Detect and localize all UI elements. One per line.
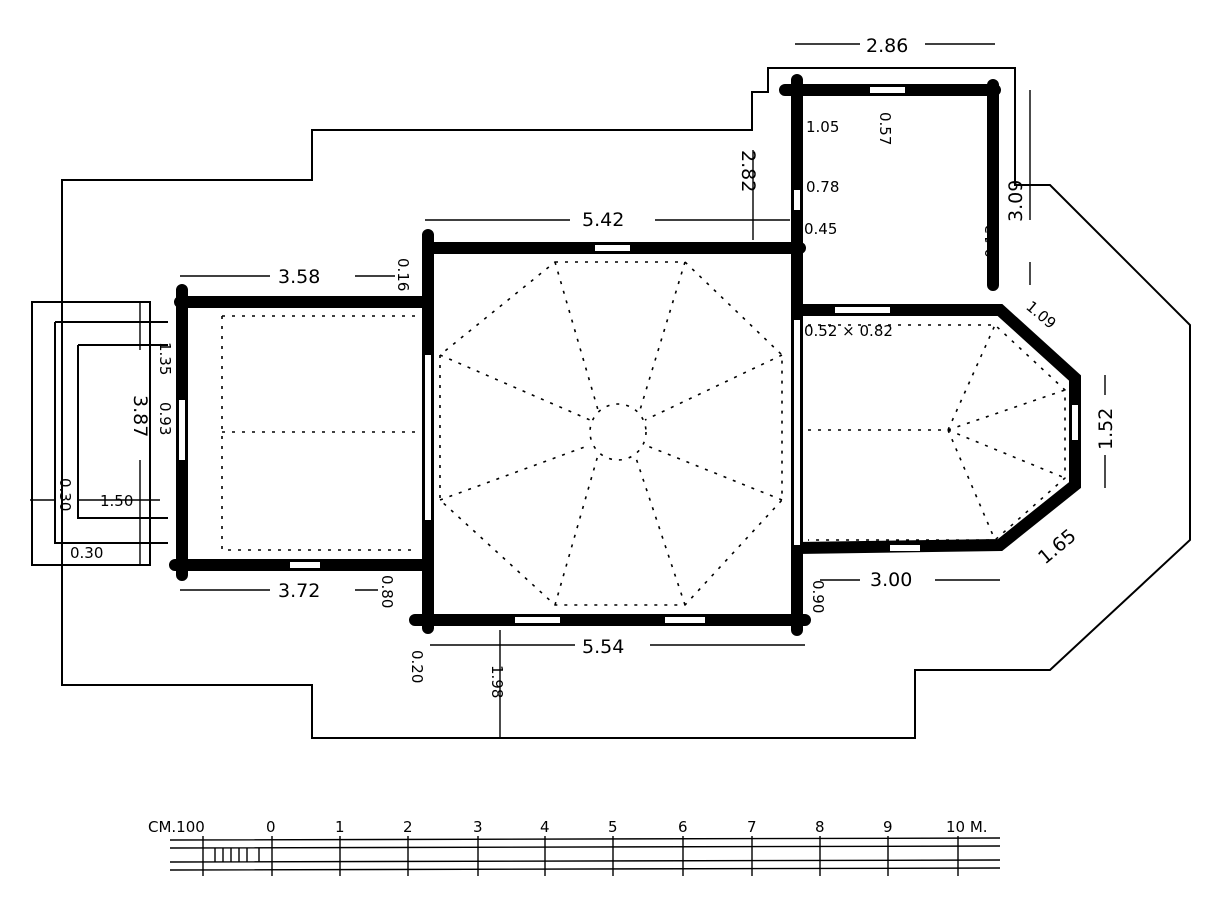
dim-tower-window-a: 1.05 (806, 118, 839, 136)
scale-tick-label: 4 (540, 818, 550, 836)
dim-apse-end: 1.52 (1095, 408, 1117, 450)
dim-tower-depth: 3.09 (1005, 180, 1027, 222)
scale-tick-label: 8 (815, 818, 825, 836)
dim-left-room-top-wall: 0.16 (394, 258, 412, 291)
dim-tower-offset: 2.82 (737, 150, 759, 192)
dim-apse-wall: 0.90 (809, 580, 827, 613)
dim-central-bottom: 5.54 (582, 636, 624, 658)
dim-tower-corner: 0.13 (982, 225, 1000, 258)
walls (169, 74, 1081, 636)
scale-tick-label: 3 (473, 818, 483, 836)
scale-tick-label: 1 (335, 818, 345, 836)
porch-outline (31, 301, 168, 566)
scale-tick-label: 2 (403, 818, 413, 836)
dim-left-room-bottom: 3.72 (278, 580, 320, 602)
site-outline (61, 67, 1191, 739)
dim-porch-door: 0.93 (156, 402, 174, 435)
dim-central-offset: 1.98 (488, 665, 506, 698)
dim-apse-bottom: 3.00 (870, 569, 912, 591)
dim-left-room-top: 3.58 (278, 266, 320, 288)
dim-apse-diag-top: 1.09 (1022, 297, 1059, 332)
scale-tick-label: 6 (678, 818, 688, 836)
vault-lines (221, 261, 1066, 606)
dim-central-top: 5.42 (582, 209, 624, 231)
dim-tower-door: 0.78 (806, 178, 839, 196)
dim-apse-opening: 0.52 × 0.82 (804, 322, 893, 340)
scale-bar: CM.100 0 1 2 3 4 5 6 7 8 9 10 M. (148, 818, 1001, 876)
dim-central-corner: 0.20 (408, 650, 426, 683)
scale-tick-label: 0 (266, 818, 276, 836)
scale-tick-label: 9 (883, 818, 893, 836)
dim-apse-diag-bottom: 1.65 (1034, 525, 1081, 569)
dim-porch-width: 1.50 (100, 492, 133, 510)
dim-left-room-bottom-wall: 0.80 (378, 575, 396, 608)
dimension-labels: 3.58 0.16 5.42 2.86 2.82 1.05 0.57 0.78 … (56, 35, 1117, 698)
dim-left-room-height: 3.87 (129, 395, 151, 437)
dim-tower-pier: 0.45 (804, 220, 837, 238)
dim-tower-window-b: 0.57 (876, 112, 894, 145)
dim-porch-bottom: 0.30 (70, 544, 103, 562)
dimension-lines (30, 43, 1106, 738)
scale-tick-label: 5 (608, 818, 618, 836)
scale-end-label: 10 M. (946, 818, 988, 836)
scale-tick-label: 7 (747, 818, 757, 836)
scale-start-label: CM.100 (148, 818, 205, 836)
dim-porch-top: 1.35 (156, 342, 174, 375)
dim-porch-side: 0.30 (56, 478, 74, 511)
dim-tower-width: 2.86 (866, 35, 908, 57)
